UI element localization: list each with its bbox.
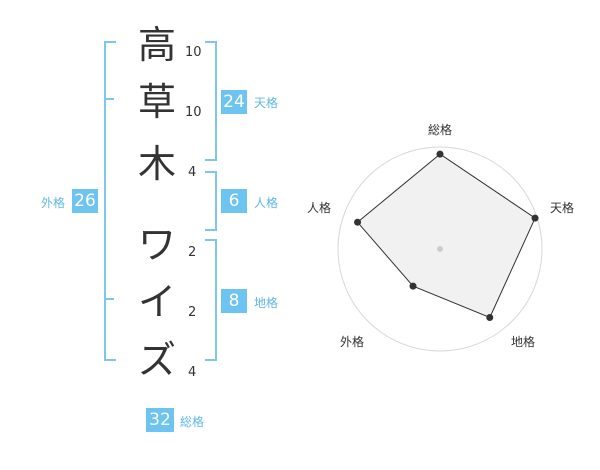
tenkaku-badge: 24 [221, 90, 247, 114]
name-char-2: 草 [137, 80, 176, 124]
gaikaku-label: 外格 [41, 196, 66, 210]
soukaku-label: 総格 [180, 415, 205, 429]
name-char-4: ワ [137, 223, 176, 267]
stroke-count-3: 4 [188, 165, 197, 180]
radar-point [354, 218, 362, 226]
name-char-5: イ [137, 280, 176, 324]
stroke-count-4: 2 [188, 245, 197, 260]
tenkaku-bracket [205, 41, 217, 161]
axis-label-soukaku: 総格 [428, 122, 452, 137]
gaikaku-bracket-tick [104, 298, 114, 300]
soukaku-badge: 32 [146, 408, 174, 432]
stroke-count-2: 10 [185, 105, 202, 120]
tenkaku-label: 天格 [254, 96, 279, 110]
stroke-count-1: 10 [185, 45, 202, 60]
chikaku-label: 地格 [254, 296, 279, 310]
gaikaku-badge: 26 [72, 189, 98, 213]
axis-label-tenkaku: 天格 [550, 200, 574, 215]
gaikaku-bracket [104, 41, 116, 361]
radar-center-dot [437, 246, 443, 252]
radar-polygon [356, 153, 536, 319]
jinkaku-label: 人格 [254, 196, 279, 210]
radar-point [436, 150, 444, 158]
axis-label-chikaku: 地格 [511, 334, 535, 349]
radar-point [486, 313, 494, 321]
axis-label-gaikaku: 外格 [340, 334, 364, 349]
radar-point [409, 282, 417, 290]
name-char-6: ズ [137, 338, 176, 382]
jinkaku-bracket [205, 171, 217, 231]
axis-label-jinkaku: 人格 [307, 200, 331, 215]
stroke-count-6: 4 [188, 365, 197, 380]
name-char-1: 高 [137, 23, 176, 67]
stroke-count-5: 2 [188, 305, 197, 320]
chikaku-badge: 8 [221, 289, 247, 313]
radar-point [531, 214, 539, 222]
gaikaku-bracket-tick [104, 98, 114, 100]
chikaku-bracket [205, 239, 217, 361]
jinkaku-badge: 6 [221, 189, 247, 213]
name-char-3: 木 [137, 142, 176, 186]
